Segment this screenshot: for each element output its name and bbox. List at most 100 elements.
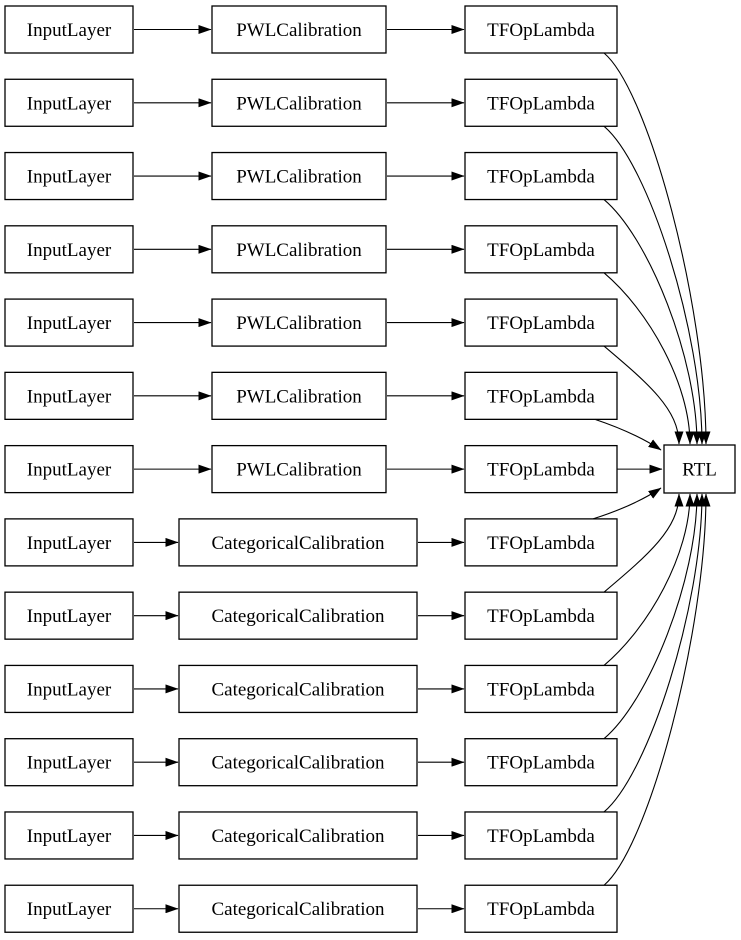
edge-lambda-to-rtl: [603, 493, 711, 886]
edge-lambda-to-rtl: [592, 487, 662, 520]
node-input-layer-box: [4, 591, 134, 640]
node-input-layer-label: InputLayer: [27, 899, 112, 920]
node-input-layer: InputLayer: [4, 371, 134, 421]
node-pwl-calibration-label: PWLCalibration: [236, 93, 362, 114]
node-tfop-lambda-box: [464, 444, 618, 494]
node-categorical-calibration-box: [178, 664, 418, 714]
edge-lambda-to-rtl: [603, 493, 707, 813]
node-tfop-lambda-box: [464, 78, 618, 127]
node-pwl-calibration-box: [211, 444, 387, 494]
node-categorical-calibration: CategoricalCalibration: [178, 664, 418, 714]
node-input-layer: InputLayer: [4, 225, 134, 274]
node-input-layer: InputLayer: [4, 5, 134, 54]
node-pwl-calibration: PWLCalibration: [211, 5, 387, 54]
node-input-layer-box: [4, 444, 134, 494]
node-tfop-lambda: TFOpLambda: [464, 298, 618, 347]
node-tfop-lambda-label: TFOpLambda: [487, 753, 595, 774]
node-tfop-lambda-box: [464, 738, 618, 787]
node-tfop-lambda: TFOpLambda: [464, 664, 618, 714]
node-pwl-calibration-box: [211, 298, 387, 347]
node-pwl-calibration-box: [211, 78, 387, 127]
node-input-layer-box: [4, 5, 134, 54]
node-categorical-calibration-label: CategoricalCalibration: [211, 606, 385, 627]
node-tfop-lambda-box: [464, 371, 618, 421]
node-tfop-lambda-box: [464, 518, 618, 567]
node-pwl-calibration-box: [211, 5, 387, 54]
node-tfop-lambda: TFOpLambda: [464, 151, 618, 201]
node-tfop-lambda-label: TFOpLambda: [487, 240, 595, 261]
node-pwl-calibration: PWLCalibration: [211, 444, 387, 494]
node-input-layer-box: [4, 664, 134, 714]
node-tfop-lambda: TFOpLambda: [464, 78, 618, 127]
node-tfop-lambda-box: [464, 5, 618, 54]
node-categorical-calibration-label: CategoricalCalibration: [211, 753, 385, 774]
node-tfop-lambda-label: TFOpLambda: [487, 386, 595, 407]
node-tfop-lambda-label: TFOpLambda: [487, 679, 595, 700]
node-input-layer-label: InputLayer: [27, 606, 112, 627]
node-input-layer-label: InputLayer: [27, 460, 112, 481]
node-input-layer-label: InputLayer: [27, 679, 112, 700]
node-tfop-lambda-label: TFOpLambda: [487, 826, 595, 847]
node-input-layer: InputLayer: [4, 884, 134, 933]
node-input-layer-label: InputLayer: [27, 826, 112, 847]
node-tfop-lambda: TFOpLambda: [464, 371, 618, 421]
node-tfop-lambda-label: TFOpLambda: [487, 20, 595, 41]
node-tfop-lambda-label: TFOpLambda: [487, 167, 595, 188]
node-rtl-box: [663, 444, 736, 494]
node-tfop-lambda-box: [464, 151, 618, 201]
node-tfop-lambda: TFOpLambda: [464, 5, 618, 54]
node-tfop-lambda-box: [464, 811, 618, 860]
edge-lambda-to-rtl: [603, 493, 702, 740]
node-input-layer-box: [4, 298, 134, 347]
node-input-layer: InputLayer: [4, 738, 134, 787]
node-tfop-lambda-box: [464, 884, 618, 933]
node-tfop-lambda-label: TFOpLambda: [487, 606, 595, 627]
node-tfop-lambda: TFOpLambda: [464, 444, 618, 494]
node-pwl-calibration: PWLCalibration: [211, 371, 387, 421]
node-categorical-calibration-label: CategoricalCalibration: [211, 899, 385, 920]
node-pwl-calibration-label: PWLCalibration: [236, 167, 362, 188]
edge-lambda-to-rtl: [603, 345, 684, 445]
node-input-layer-label: InputLayer: [27, 240, 112, 261]
node-tfop-lambda-box: [464, 298, 618, 347]
node-categorical-calibration: CategoricalCalibration: [178, 518, 418, 567]
node-pwl-calibration-box: [211, 151, 387, 201]
node-tfop-lambda-label: TFOpLambda: [487, 533, 595, 554]
node-tfop-lambda: TFOpLambda: [464, 884, 618, 933]
node-rtl-label: RTL: [682, 460, 717, 481]
node-tfop-lambda-label: TFOpLambda: [487, 93, 595, 114]
node-categorical-calibration: CategoricalCalibration: [178, 811, 418, 860]
node-tfop-lambda-box: [464, 591, 618, 640]
node-tfop-lambda-box: [464, 225, 618, 274]
node-categorical-calibration-label: CategoricalCalibration: [211, 679, 385, 700]
node-input-layer-label: InputLayer: [27, 313, 112, 334]
node-tfop-lambda: TFOpLambda: [464, 738, 618, 787]
node-pwl-calibration-box: [211, 371, 387, 421]
edge-lambda-to-rtl: [603, 493, 695, 666]
node-pwl-calibration: PWLCalibration: [211, 151, 387, 201]
node-tfop-lambda-label: TFOpLambda: [487, 460, 595, 481]
node-input-layer: InputLayer: [4, 298, 134, 347]
node-input-layer-box: [4, 518, 134, 567]
node-input-layer-label: InputLayer: [27, 533, 112, 554]
node-tfop-lambda: TFOpLambda: [464, 811, 618, 860]
node-input-layer: InputLayer: [4, 664, 134, 714]
node-categorical-calibration-box: [178, 518, 418, 567]
edge-lambda-to-rtl: [603, 493, 684, 593]
node-input-layer-box: [4, 78, 134, 127]
node-input-layer-label: InputLayer: [27, 20, 112, 41]
node-categorical-calibration-box: [178, 738, 418, 787]
node-input-layer-box: [4, 884, 134, 933]
node-input-layer-box: [4, 225, 134, 274]
node-categorical-calibration-label: CategoricalCalibration: [211, 826, 385, 847]
node-input-layer-label: InputLayer: [27, 753, 112, 774]
node-input-layer-box: [4, 151, 134, 201]
edge-lambda-to-rtl: [603, 52, 711, 445]
node-input-layer-label: InputLayer: [27, 93, 112, 114]
edge-lambda-to-rtl: [594, 418, 662, 451]
node-pwl-calibration-label: PWLCalibration: [236, 20, 362, 41]
node-tfop-lambda-box: [464, 664, 618, 714]
node-categorical-calibration: CategoricalCalibration: [178, 884, 418, 933]
